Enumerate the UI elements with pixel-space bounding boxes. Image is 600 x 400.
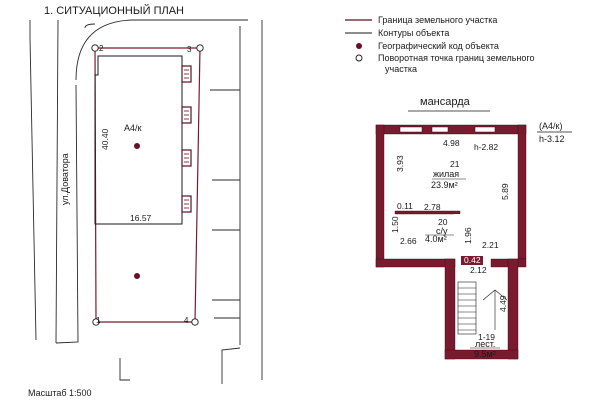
room-height: h-2.82 bbox=[474, 142, 498, 152]
turning-points bbox=[91, 44, 204, 326]
parcel-boundary bbox=[94, 47, 201, 323]
turning-point-icon bbox=[91, 44, 99, 52]
geo-code-dot bbox=[134, 273, 140, 279]
street-label: ул.Доватора bbox=[60, 153, 70, 205]
dim-left-lower: 1.50 bbox=[390, 216, 400, 233]
legend-item-turning-point-line1: Поворотная точка границ земельного bbox=[378, 53, 534, 63]
building-contour bbox=[94, 55, 192, 225]
dim-stub: 0.11 bbox=[397, 201, 413, 211]
dim-stair-width: 2.12 bbox=[470, 265, 487, 275]
room-area: 9.5м² bbox=[474, 349, 496, 359]
geo-code-dot bbox=[134, 143, 140, 149]
windows bbox=[399, 126, 496, 133]
room-name: с/у bbox=[436, 226, 448, 236]
dim-stair-length: 4.49 bbox=[498, 295, 508, 312]
legend: Граница земельного участка Контуры объек… bbox=[345, 15, 534, 74]
opening-badge bbox=[461, 256, 483, 265]
legend-item-parcel: Граница земельного участка bbox=[378, 15, 497, 25]
dim-width-label: 16.57 bbox=[130, 213, 152, 223]
context-lines bbox=[29, 19, 263, 384]
point-label-1: 1 bbox=[96, 316, 101, 325]
point-label-3: 3 bbox=[187, 45, 192, 54]
room-area: 23.9м² bbox=[431, 180, 458, 190]
turning-point-icon bbox=[196, 44, 204, 52]
door-opening bbox=[454, 214, 466, 216]
dim-bottom-left: 2.66 bbox=[400, 236, 417, 246]
legend-item-contour: Контуры объекта bbox=[378, 28, 449, 38]
dim-door: 1.96 bbox=[463, 227, 473, 244]
floor-tag-height: h-3.12 bbox=[539, 134, 565, 144]
floor-title: мансарда bbox=[420, 96, 471, 108]
room-number: 20 bbox=[438, 217, 448, 227]
floor-tag: (А4/к) bbox=[539, 121, 562, 131]
room-number: 21 bbox=[450, 159, 460, 169]
legend-item-geo-code: Географический код объекта bbox=[378, 41, 499, 51]
walls bbox=[375, 124, 527, 360]
legend-filled-dot-icon bbox=[356, 43, 362, 49]
dim-partition: 2.78 bbox=[424, 202, 441, 212]
legend-item-turning-point-line2: участка bbox=[385, 64, 417, 74]
building-code-label: А4/к bbox=[124, 123, 142, 133]
legend-open-circle-icon bbox=[355, 54, 363, 62]
dim-opening: 0.42 bbox=[464, 255, 481, 265]
dim-top-width: 4.98 bbox=[443, 138, 460, 148]
dim-left-upper: 3.93 bbox=[395, 155, 405, 172]
dim-height-label: 40.40 bbox=[100, 128, 110, 150]
room-area: 4.0м² bbox=[425, 234, 447, 244]
turning-point-icon bbox=[191, 318, 199, 326]
room-name: жилая bbox=[433, 169, 459, 179]
room-name: лест. bbox=[475, 339, 495, 349]
room-number: 1-19 bbox=[478, 332, 495, 342]
point-label-4: 4 bbox=[184, 316, 189, 325]
scale-label: Масштаб 1:500 bbox=[28, 388, 92, 398]
turning-point-icon bbox=[92, 318, 100, 326]
point-label-2: 2 bbox=[99, 44, 104, 53]
page-title: 1. СИТУАЦИОННЫЙ ПЛАН bbox=[44, 4, 184, 17]
staircase bbox=[457, 281, 508, 335]
dim-bottom-right: 2.21 bbox=[482, 240, 499, 250]
dim-right: 5.89 bbox=[500, 183, 510, 200]
